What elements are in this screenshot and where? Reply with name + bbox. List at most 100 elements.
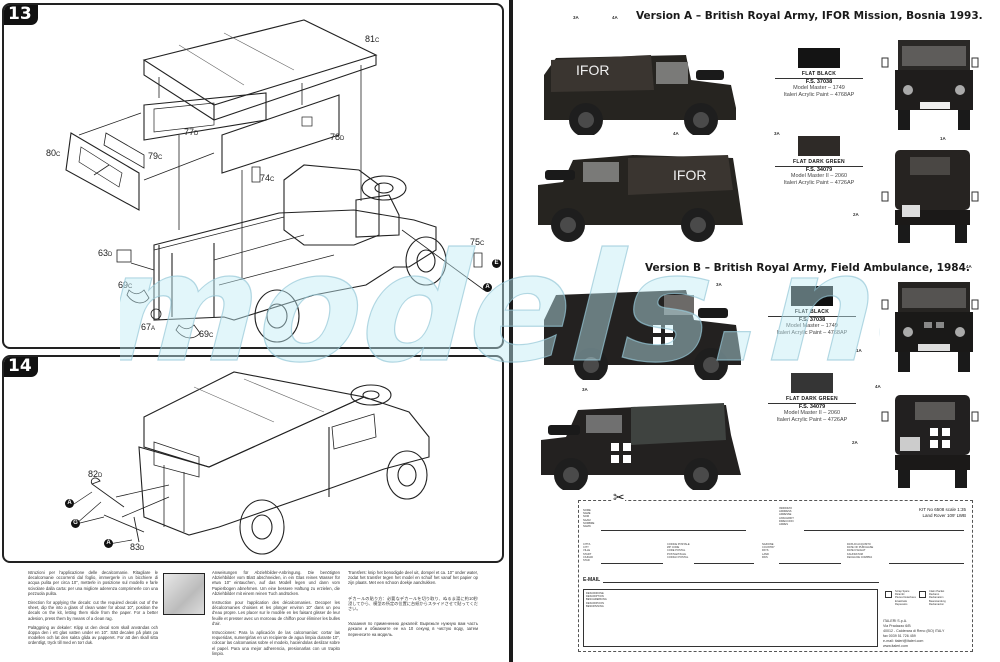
instructions-dutch: Transfers: knip het benodigde deel uit, …	[348, 570, 478, 586]
date-field[interactable]	[889, 563, 964, 564]
callout-3a: 3A	[582, 387, 588, 392]
color-model-master: Model Master II – 2060	[790, 173, 848, 179]
swatch-color	[798, 136, 840, 156]
step-number: 13	[4, 5, 38, 25]
decal-application-illustration	[163, 573, 205, 615]
callout-4a: 4A	[673, 131, 679, 136]
step-13-panel: 13	[2, 3, 504, 349]
swatch-color	[791, 373, 833, 393]
color-name: Flat Black	[768, 309, 856, 317]
callout-4a: 4A	[966, 264, 972, 269]
kit-info: KIT No 6508 scale 1:35 Land Rover 109' L…	[919, 507, 966, 519]
instructions-japanese: デカールの貼り方：必要なデカールを切り取り、ぬるま湯に約10秒浸してから、模型の…	[348, 595, 478, 612]
part-label-81c: 81C	[365, 34, 380, 44]
company-city: 40012 - Calderara di Reno (BO) ITALY	[883, 629, 945, 633]
part-label-79c: 79C	[148, 151, 163, 161]
part-label-69c: 69C	[118, 280, 133, 290]
color-italeri: Italeri Acrylic Paint – 4768AP	[783, 92, 855, 98]
part-80-rear-panel	[65, 132, 140, 211]
step-14-panel: 14 82D 83D	[2, 355, 504, 563]
part-label-77d: 77D	[184, 127, 199, 137]
decal-instructions-col-3: Transfers: knip het benodigde deel uit, …	[348, 570, 478, 641]
checkbox-claim[interactable]	[919, 591, 926, 598]
color-fs-code: F.S. 37038	[798, 317, 826, 323]
version-a-right-side-view: IFOR	[538, 155, 743, 242]
address-field-label: INDIRIZZO ADDRESS ADRESSE ANSCHRIFT DIRE…	[779, 507, 794, 527]
version-b-rear-view	[881, 395, 979, 488]
part-67-hook	[150, 308, 162, 320]
glue-marker-a-2: A	[104, 539, 113, 548]
name-field[interactable]	[601, 530, 746, 531]
color-model-master: Model Master II – 2060	[783, 410, 841, 416]
comment-box[interactable]: DESCRIZIONE DESCRIPTION BESCHREIBUNG DES…	[583, 589, 878, 647]
company-street: Via Pradazzo 6/B	[883, 624, 911, 628]
part-label-82d: 82D	[88, 469, 103, 479]
color-fs-code: F.S. 37038	[805, 79, 833, 85]
callout-3a: 3A	[573, 15, 579, 20]
company-fax: fax 0039 51 726 459	[883, 634, 916, 638]
date-field-label: DATA DI ACQUISTO DATE OF PURCHASE DATE D…	[847, 543, 874, 559]
color-swatch-flat-dark-green-a: Flat Dark Green F.S. 34079 Model Master …	[775, 136, 863, 187]
color-swatch-flat-black-b: Flat Black F.S. 37038 Model Master – 174…	[768, 286, 856, 337]
part-label-75c: 75C	[470, 237, 485, 247]
truck-body	[138, 396, 430, 536]
color-fs-code: F.S. 34079	[798, 404, 826, 410]
color-name: Flat Dark Green	[775, 159, 863, 167]
part-81-roof	[142, 19, 378, 106]
instructions-english: Direction for applying the decals: cut t…	[28, 600, 158, 621]
instructions-italian: Istruzioni per l'applicazione delle deca…	[28, 570, 158, 596]
postal-field-label: CODICE POSTALE ZIP CODE CODE POSTAL POST…	[667, 543, 690, 559]
part-label-74c: 74C	[260, 173, 275, 183]
color-model-master: Model Master – 1749	[786, 323, 838, 329]
comment-field-label: DESCRIZIONE DESCRIPTION BESCHREIBUNG DES…	[586, 592, 607, 608]
callout-4a: 4A	[612, 15, 618, 20]
callout-1a: 1A	[940, 136, 946, 141]
truck-canopy	[143, 371, 366, 468]
color-fs-code: F.S. 34079	[805, 167, 833, 173]
checkbox-spare-parts[interactable]	[885, 591, 892, 598]
color-swatch-flat-black-a: Flat Black F.S. 37038 Model Master – 174…	[775, 48, 863, 99]
part-label-83d: 83D	[130, 542, 145, 552]
ifor-marking: IFOR	[673, 167, 706, 183]
city-field[interactable]	[601, 563, 663, 564]
part-82-shovel	[90, 477, 125, 508]
decal-instructions-col-1: Istruzioni per l'applicazione delle deca…	[28, 570, 158, 650]
assembly-page: 13	[2, 3, 504, 656]
part-69-step	[126, 289, 150, 304]
checkbox-spare-parts-label: Scrap Spare Ricambi Pieces Detachees Ers…	[895, 590, 916, 606]
kit-name: Land Rover 109' LWB	[922, 513, 966, 518]
part-label-80c: 80C	[46, 148, 61, 158]
callout-2a: 2A	[853, 212, 859, 217]
color-italeri: Italeri Acrylic Paint – 4726AP	[776, 417, 848, 423]
part-label-69c-2: 69C	[199, 329, 214, 339]
email-label: E-MAIL	[583, 577, 601, 583]
address-field[interactable]	[804, 530, 964, 531]
company-name: ITALERI S.p.A.	[883, 619, 908, 623]
callout-2a: 2A	[852, 440, 858, 445]
country-field-label: NAZIONE COUNTRY PAYS LAND PAIS	[762, 543, 775, 559]
checkbox-claim-label: Claim Packet Reclamo Reclamation Beansta…	[929, 590, 946, 606]
version-a-left-side-view: IFOR	[544, 55, 736, 135]
color-name: Flat Dark Green	[768, 396, 856, 404]
swatch-color	[798, 48, 840, 68]
email-field[interactable]	[603, 582, 879, 583]
callout-4a: 4A	[875, 384, 881, 389]
version-a-rear-view	[881, 150, 979, 243]
part-69-step-2	[175, 324, 201, 339]
callout-3a: 3A	[716, 282, 722, 287]
part-78-side-panel	[221, 94, 340, 174]
company-website: www.italeri.com	[883, 644, 908, 648]
color-italeri: Italeri Acrylic Paint – 4768AP	[776, 330, 848, 336]
spare-parts-coupon: ✂ KIT No 6508 scale 1:35 Land Rover 109'…	[578, 489, 973, 652]
part-label-67a: 67A	[141, 322, 156, 332]
color-name: Flat Black	[775, 71, 863, 79]
glue-marker-a: A	[483, 283, 492, 292]
postal-field[interactable]	[694, 563, 754, 564]
color-swatch-flat-dark-green-b: Flat Dark Green F.S. 34079 Model Master …	[768, 373, 856, 424]
part-77-side-panel	[143, 92, 267, 141]
color-model-master: Model Master – 1749	[793, 85, 845, 91]
country-field[interactable]	[779, 563, 841, 564]
part-63-plate	[116, 249, 132, 263]
version-a-title: Version A – British Royal Army, IFOR Mis…	[636, 10, 983, 22]
swatch-color	[791, 286, 833, 306]
